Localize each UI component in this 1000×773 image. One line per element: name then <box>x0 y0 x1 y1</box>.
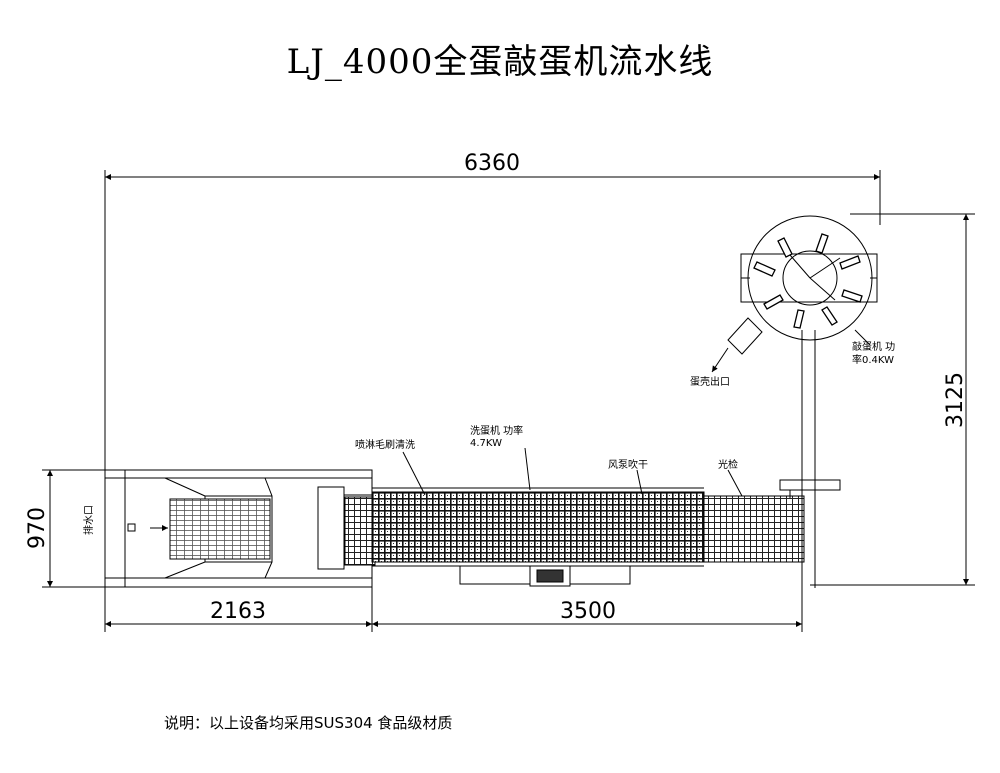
dim-label-washer: 2163 <box>210 599 266 624</box>
elevator <box>779 330 841 588</box>
egg-breaker <box>711 215 878 373</box>
leader-lines <box>402 447 743 497</box>
label-washer-power-2: 4.7KW <box>470 438 502 449</box>
label-shell-outlet: 蛋壳出口 <box>690 375 730 388</box>
material-note: 说明：以上设备均采用SUS304 食品级材质 <box>164 714 453 732</box>
label-fan-dry: 风泵吹干 <box>608 458 648 471</box>
loading-tank <box>104 469 373 588</box>
washer-conveyor <box>344 487 805 587</box>
label-candling: 光检 <box>718 458 738 471</box>
dimension-width <box>42 469 105 588</box>
label-spray-wash: 喷淋毛刷清洗 <box>355 438 415 451</box>
label-breaker-power-2: 率0.4KW <box>852 353 894 366</box>
dim-label-total: 6360 <box>464 151 520 176</box>
dim-label-line: 3500 <box>560 599 616 624</box>
dimension-total-length <box>104 170 881 470</box>
page-title: LJ_4000全蛋敲蛋机流水线 <box>286 42 714 82</box>
dim-label-height: 3125 <box>943 372 968 428</box>
dimension-height <box>810 213 975 586</box>
label-washer-power-1: 洗蛋机 功率 <box>470 424 523 437</box>
dim-label-width: 970 <box>25 507 50 549</box>
label-breaker-power-1: 敲蛋机 功 <box>852 340 895 353</box>
label-drain: 排水口 <box>82 505 95 535</box>
